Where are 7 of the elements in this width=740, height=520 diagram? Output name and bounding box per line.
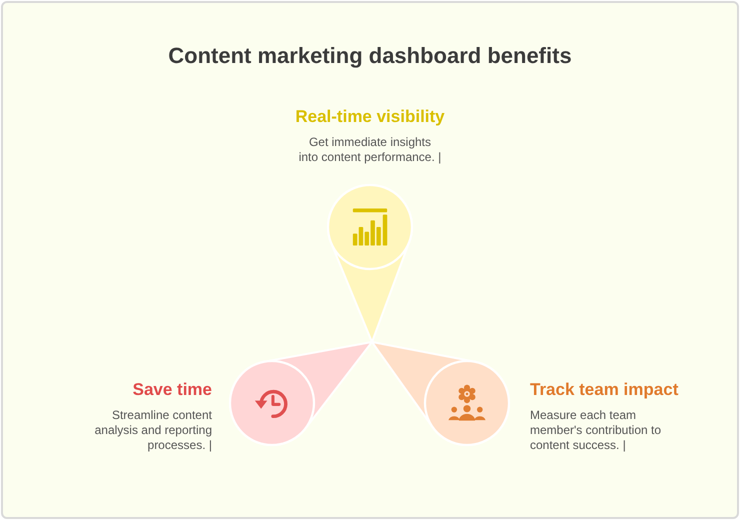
benefit-heading: Real-time visibility <box>295 106 445 128</box>
benefit-heading: Save time <box>132 379 212 401</box>
benefit-description: Get immediate insights into content performance. | <box>298 135 442 165</box>
benefit-description: Measure each team member's contribution to content success. | <box>530 408 662 453</box>
benefit-description: Streamline content analysis and reporting processes. | <box>94 408 212 453</box>
benefit-heading: Track team impact <box>530 379 678 401</box>
diagram-title: Content marketing dashboard benefits <box>167 43 573 69</box>
